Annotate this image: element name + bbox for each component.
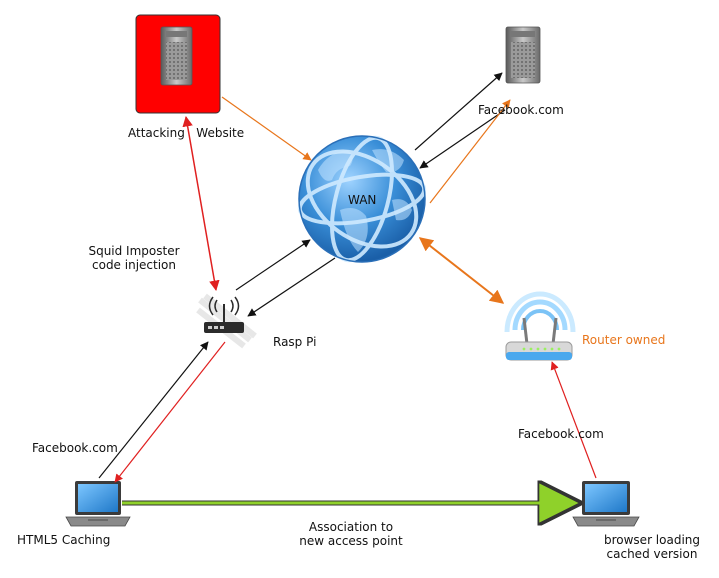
wifi-router-icon [196,293,257,349]
laptop-left-site-label: Facebook.com [32,441,118,455]
globe-icon [297,135,427,263]
laptop-left-label: HTML5 Caching [17,533,111,547]
arrow-attacker-to-wan [221,96,312,161]
laptop-icon [65,481,131,527]
association-label: Association to new access point [299,520,403,548]
router-label: Router owned [582,333,666,347]
facebook-server-node [505,26,541,84]
facebook-server-label: Facebook.com [478,103,564,117]
arrow-pi-to-wan [235,239,311,291]
arrow-wan-to-pi [247,257,336,317]
arrow-wan-to-facebook [414,72,503,151]
arrow-laptop-to-router [550,361,597,479]
attacking-website-label: Attacking Website [128,126,245,140]
laptop-right-node [572,481,640,527]
connection-arrows [98,72,597,503]
arrow-facebook-to-wan [419,109,506,169]
wan-label: WAN [348,193,377,207]
wan-node [297,135,427,263]
attacking-website-node [135,14,221,114]
rasp-pi-node [196,293,257,349]
server-icon [505,26,541,84]
arrow-pi-to-laptop [114,341,226,483]
server-icon [160,26,193,86]
router-node [504,291,576,361]
arrow-laptop-to-pi [98,341,209,479]
laptop-icon [572,481,640,527]
rasp-pi-annotation: Squid Imposter code injection [88,244,180,272]
laptop-left-node [65,481,131,527]
arrow-wan-to-facebook-orange [429,99,511,204]
rasp-pi-label: Rasp Pi [273,335,317,349]
arrow-wan-router-bidirectional [418,237,505,304]
laptop-right-label: browser loading cached version [603,533,701,561]
laptop-right-site-label: Facebook.com [518,427,604,441]
arrow-attacker-pi-bidirectional [182,115,220,292]
wifi-router-icon [504,291,576,361]
